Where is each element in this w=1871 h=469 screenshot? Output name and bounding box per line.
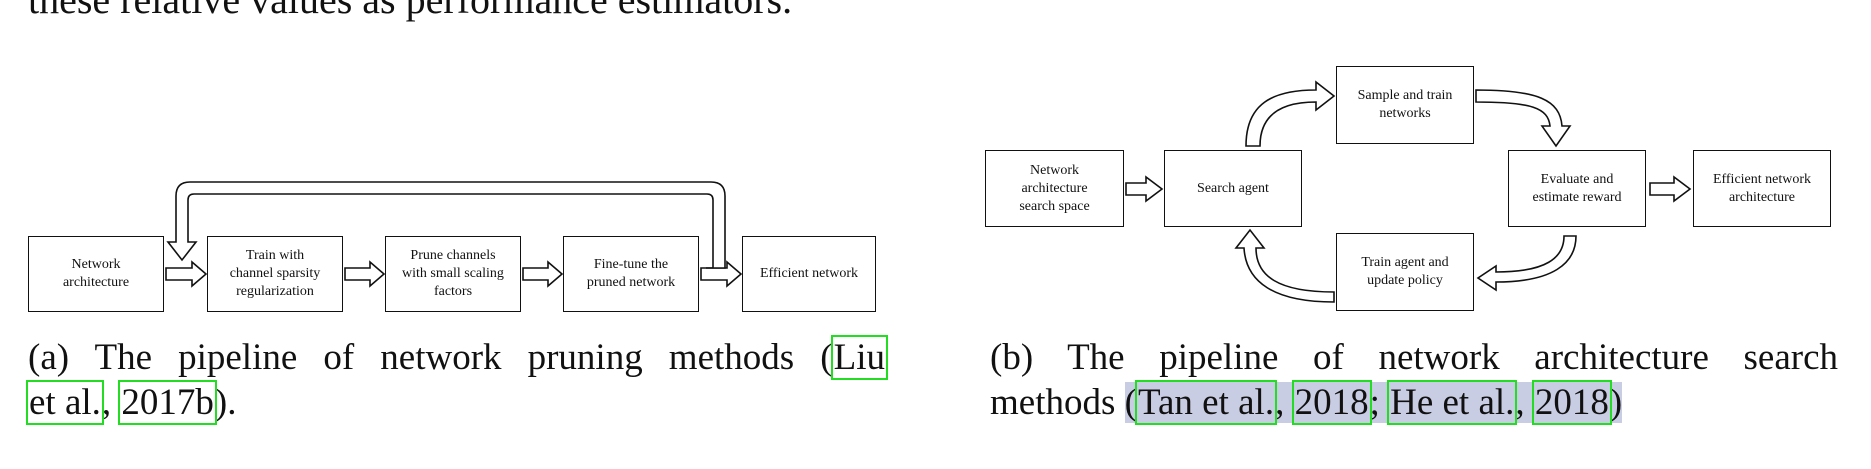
- citation-tan-et-al[interactable]: Tan et al.: [1134, 380, 1278, 425]
- box-sample-train: Sample and train networks: [1336, 66, 1474, 144]
- caption-b-sep1: ,: [1275, 382, 1285, 423]
- caption-b-sep3: ,: [1515, 382, 1525, 423]
- caption-b-close-paren: ): [1609, 382, 1623, 423]
- box-search-agent: Search agent: [1164, 150, 1302, 227]
- box-train-agent: Train agent and update policy: [1336, 233, 1474, 311]
- caption-b-methods: methods: [990, 382, 1116, 423]
- curved-arrow-evaluate-to-train: [1476, 235, 1577, 292]
- box-evaluate: Evaluate and estimate reward: [1508, 150, 1646, 227]
- citation-et-al[interactable]: et al.: [26, 380, 104, 425]
- box-prune-channels: Prune channels with small scaling factor…: [385, 236, 521, 312]
- citation-group-highlight: (Tan et al., 2018; He et al., 2018): [1124, 380, 1623, 425]
- caption-a-line-1: (a) The pipeline of network pruning meth…: [28, 335, 889, 380]
- caption-a-text: (a) The pipeline of network pruning meth…: [28, 337, 833, 378]
- curved-arrow-agent-to-sample: [1245, 80, 1336, 147]
- box-network-architecture: Network architecture: [28, 236, 164, 312]
- curved-arrow-sample-to-evaluate: [1475, 89, 1572, 148]
- citation-he-et-al[interactable]: He et al.: [1387, 380, 1518, 425]
- caption-a: (a) The pipeline of network pruning meth…: [26, 335, 889, 425]
- caption-b-sep2: ;: [1369, 382, 1380, 423]
- box-search-space: Network architecture search space: [985, 150, 1124, 227]
- block-arrow: [1125, 175, 1164, 203]
- box-train-sparsity: Train with channel sparsity regularizati…: [207, 236, 343, 312]
- box-fine-tune: Fine-tune the pruned network: [563, 236, 699, 312]
- caption-b-line-2: methods (Tan et al., 2018; He et al., 20…: [990, 380, 1838, 425]
- block-arrow: [165, 260, 208, 288]
- caption-a-end: ).: [214, 382, 237, 423]
- block-arrow: [344, 260, 386, 288]
- citation-liu[interactable]: Liu: [830, 335, 889, 380]
- block-arrow: [522, 260, 564, 288]
- citation-2018-tan[interactable]: 2018: [1291, 380, 1372, 425]
- top-paragraph-text: these relative values as performance est…: [28, 0, 792, 20]
- caption-b-open-paren: (: [1124, 382, 1137, 423]
- box-efficient-network: Efficient network: [742, 236, 876, 312]
- block-arrow: [1649, 175, 1692, 203]
- citation-2017b[interactable]: 2017b: [118, 380, 217, 425]
- caption-b: (b) The pipeline of network architecture…: [990, 335, 1838, 425]
- citation-2018-he[interactable]: 2018: [1531, 380, 1612, 425]
- caption-a-separator: ,: [101, 382, 112, 423]
- feedback-loop-arrow: [166, 181, 726, 269]
- curved-arrow-train-to-agent: [1234, 228, 1335, 303]
- box-efficient-arch: Efficient network architecture: [1693, 150, 1831, 227]
- caption-b-line-1: (b) The pipeline of network architecture…: [990, 337, 1838, 378]
- caption-a-line-2: et al., 2017b).: [26, 380, 886, 425]
